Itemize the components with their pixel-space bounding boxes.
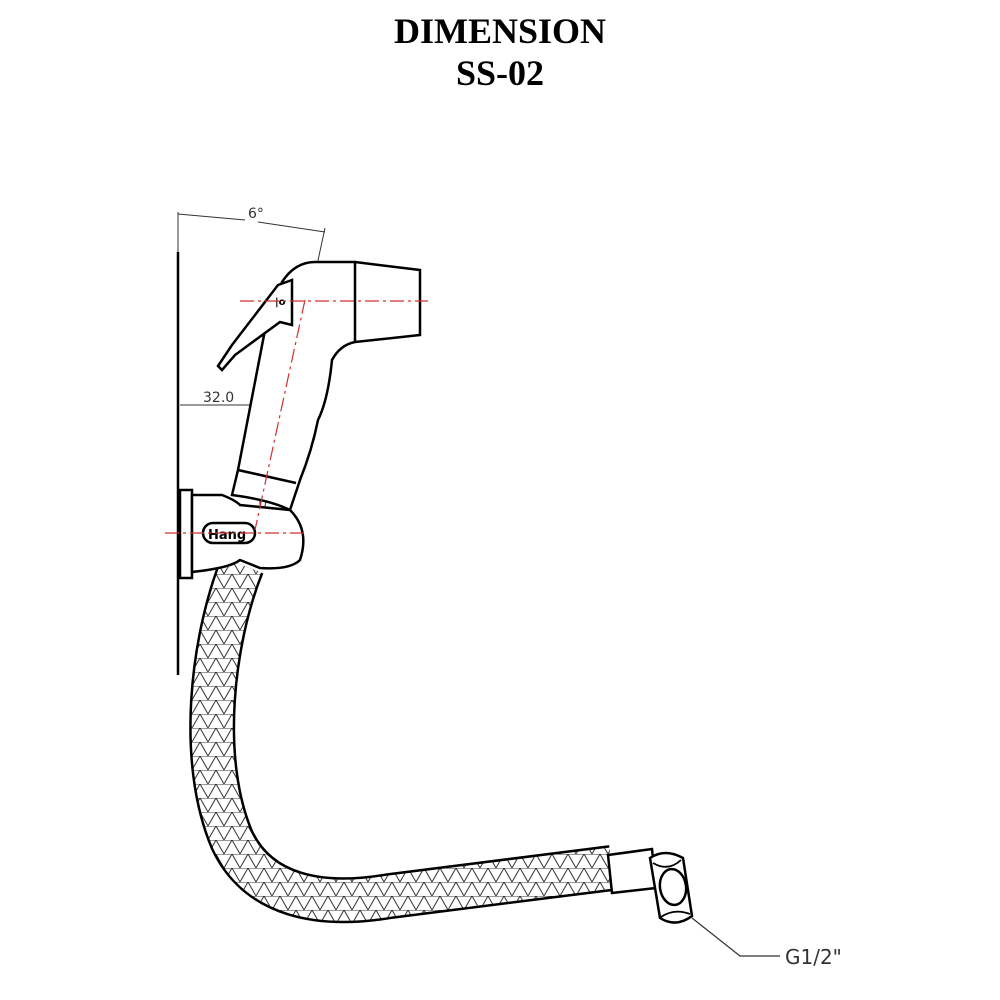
braided-hose — [189, 556, 615, 924]
sprayer-head — [216, 260, 422, 512]
angle-label: 6° — [248, 206, 264, 222]
model-number: SS-02 — [455, 53, 545, 93]
offset-label: 32.0 — [203, 390, 234, 406]
centerlines — [165, 299, 428, 534]
thread-label: G1/2" — [785, 945, 842, 969]
hose-end-fitting — [606, 847, 694, 924]
holder-label: Hang — [208, 528, 246, 543]
trigger-pivot-label: |o — [275, 297, 286, 308]
thread-leader — [691, 917, 780, 957]
drawing-title: DIMENSION — [393, 11, 607, 51]
